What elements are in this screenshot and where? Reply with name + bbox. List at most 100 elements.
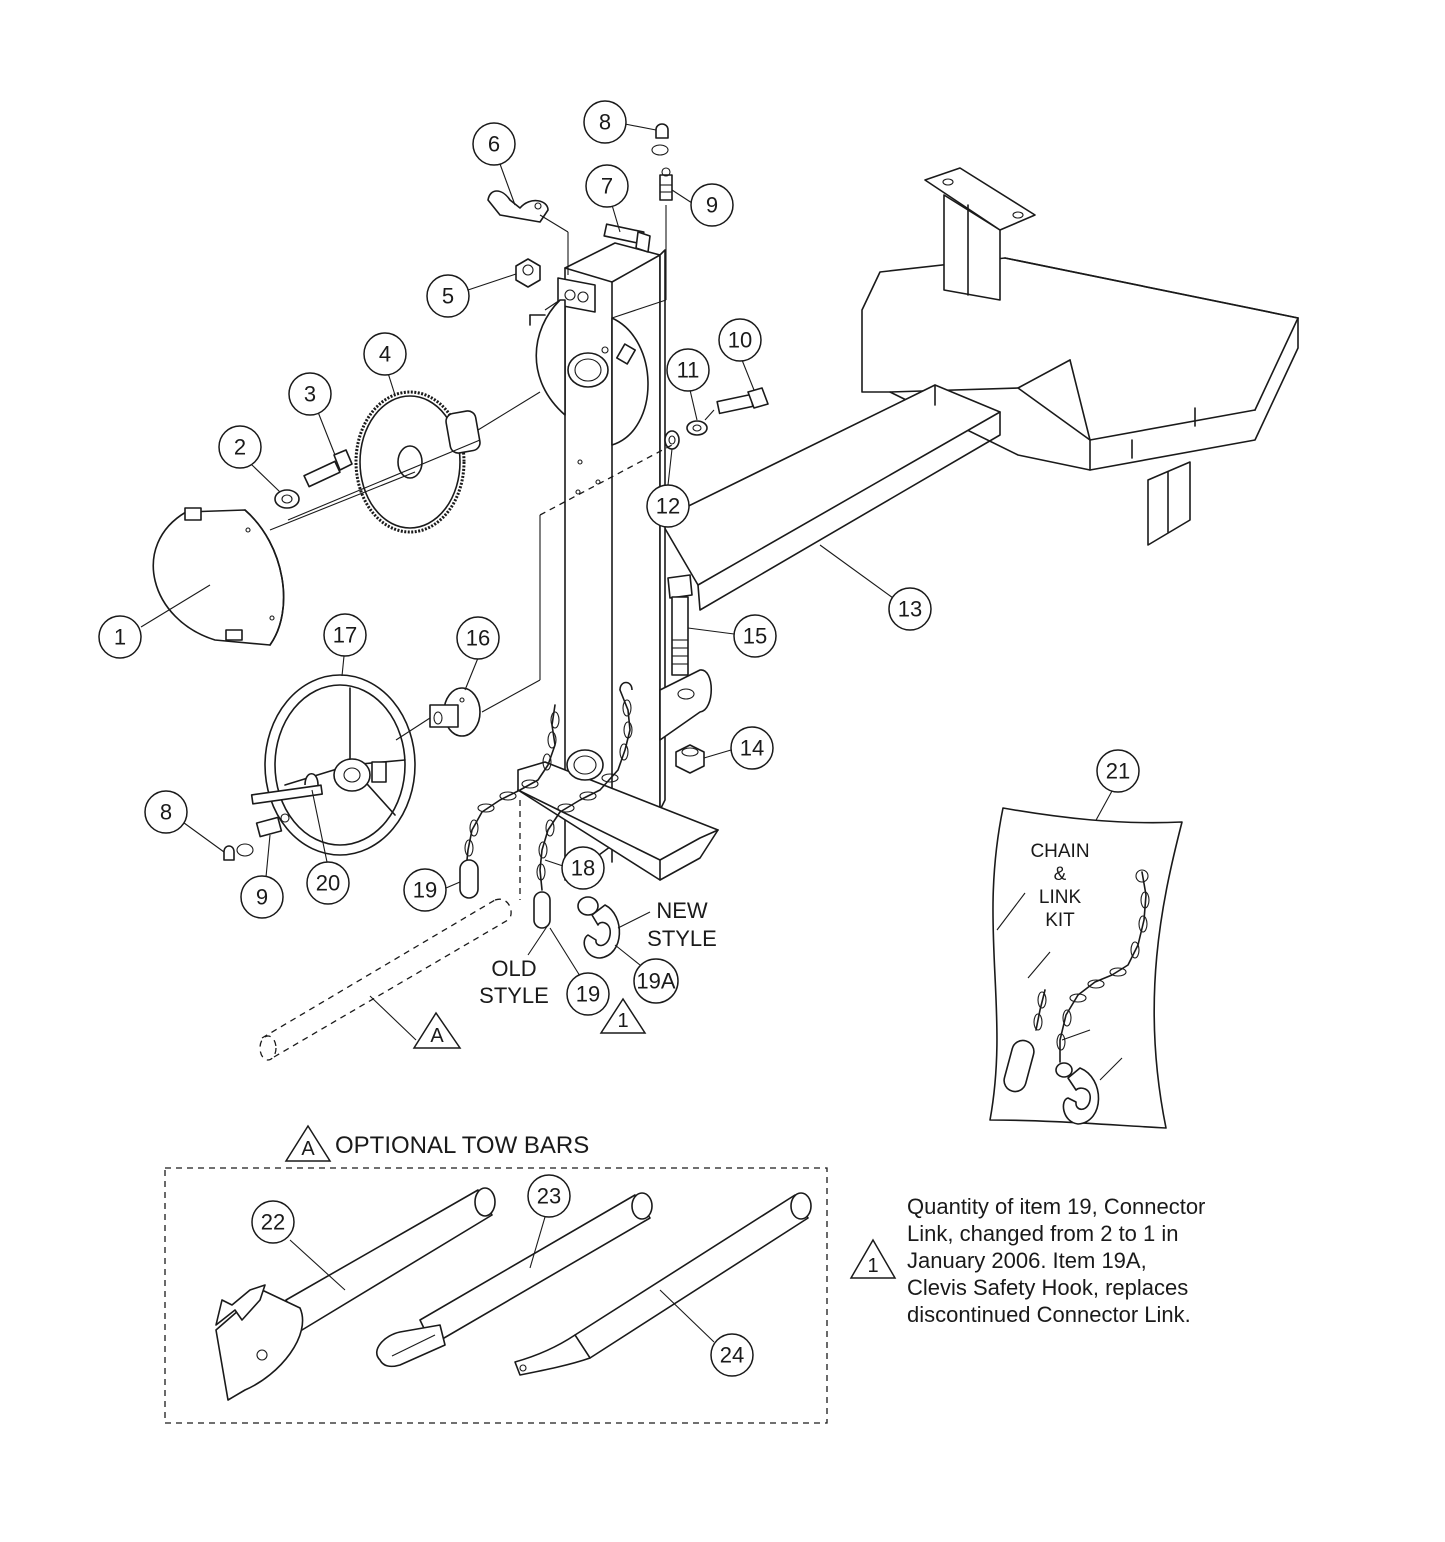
svg-text:7: 7	[601, 174, 613, 199]
note-line-2: Link, changed from 2 to 1 in	[907, 1221, 1179, 1246]
grease-fitting-9-left	[255, 813, 290, 838]
washer-2	[274, 489, 300, 509]
svg-text:1: 1	[867, 1255, 878, 1277]
clevis-mount	[659, 669, 712, 741]
svg-text:11: 11	[677, 358, 700, 383]
kit-label-4: KIT	[1045, 910, 1075, 931]
svg-text:3: 3	[304, 382, 316, 407]
callout-1: 1	[98, 584, 211, 659]
svg-text:1: 1	[114, 625, 126, 650]
svg-text:13: 13	[898, 597, 922, 622]
shaft-20	[250, 772, 324, 805]
callout-5: 5	[426, 273, 517, 318]
svg-text:8: 8	[599, 110, 611, 135]
svg-text:18: 18	[571, 856, 595, 881]
svg-text:16: 16	[466, 626, 490, 651]
base-channel	[517, 761, 719, 881]
note-marker: 1	[849, 1238, 897, 1279]
chain-link-kit-bag: CHAIN & LINK KIT	[989, 807, 1183, 1129]
nut-14	[675, 744, 705, 774]
callout-6: 6	[472, 122, 516, 206]
callout-17: 17	[323, 613, 367, 677]
svg-text:12: 12	[656, 494, 680, 519]
svg-text:21: 21	[1106, 759, 1130, 784]
latch-6	[487, 190, 549, 223]
callout-10: 10	[718, 318, 762, 391]
svg-text:17: 17	[333, 623, 357, 648]
old-style-label-2: STYLE	[479, 983, 549, 1008]
svg-text:1: 1	[617, 1010, 628, 1032]
callout-8-left: 8	[144, 790, 225, 853]
tow-bar-dashed	[259, 800, 521, 1061]
svg-text:19A: 19A	[636, 969, 675, 994]
washer-12	[664, 430, 680, 450]
chain-18	[533, 689, 633, 929]
callout-3: 3	[288, 372, 336, 456]
note-line-4: Clevis Safety Hook, replaces	[907, 1275, 1188, 1300]
chain-pin	[619, 681, 633, 691]
svg-text:6: 6	[488, 132, 500, 157]
bolt-7	[603, 223, 651, 253]
new-style-label-1: NEW	[656, 898, 708, 923]
mast-top-bracket	[529, 277, 596, 326]
callout-8-top: 8	[583, 100, 657, 144]
svg-text:2: 2	[234, 435, 246, 460]
axle-tube-13	[659, 384, 1001, 611]
callout-19a: 19A	[614, 944, 679, 1004]
svg-text:A: A	[430, 1025, 444, 1047]
old-style-label-1: OLD	[491, 956, 536, 981]
side-plates	[535, 299, 649, 446]
chain-19-left	[459, 704, 560, 899]
callout-19-bottom: 19	[549, 927, 610, 1016]
callout-19-left: 19	[403, 868, 461, 912]
kit-label-3: LINK	[1039, 887, 1082, 908]
new-style-label-2: STYLE	[647, 926, 717, 951]
callout-21: 21	[1094, 749, 1140, 823]
grease-fitting-9-top	[659, 167, 673, 201]
pin-8-left	[223, 843, 254, 861]
note-line-3: January 2006. Item 19A,	[907, 1248, 1147, 1273]
note-text: Quantity of item 19, Connector Link, cha…	[907, 1194, 1205, 1327]
note-line-1: Quantity of item 19, Connector	[907, 1194, 1205, 1219]
callout-14: 14	[703, 726, 774, 770]
callout-16: 16	[456, 616, 500, 691]
gear-4	[354, 390, 481, 534]
optional-tow-bars-title: OPTIONAL TOW BARS	[335, 1132, 589, 1159]
svg-text:A: A	[301, 1138, 315, 1160]
svg-text:5: 5	[442, 284, 454, 309]
callout-24: 24	[659, 1289, 754, 1377]
marker-triangle-a: A	[369, 995, 462, 1049]
svg-text:24: 24	[720, 1343, 744, 1368]
callout-12: 12	[646, 448, 690, 528]
tow-bar-24	[514, 1192, 812, 1376]
svg-text:23: 23	[537, 1184, 561, 1209]
svg-text:14: 14	[740, 736, 764, 761]
tow-bar-23	[376, 1192, 653, 1368]
svg-text:10: 10	[728, 328, 752, 353]
leader-lines	[269, 205, 715, 741]
tow-bars-box	[164, 1167, 828, 1424]
hub-16	[429, 687, 481, 737]
bearing-upper	[567, 352, 609, 388]
optional-tow-bars-marker: A	[284, 1124, 332, 1162]
svg-text:19: 19	[576, 982, 600, 1007]
svg-text:15: 15	[743, 624, 767, 649]
bolt-10	[716, 387, 769, 415]
callout-9-left: 9	[240, 834, 284, 919]
note-line-5: discontinued Connector Link.	[907, 1302, 1191, 1327]
callout-7: 7	[585, 164, 629, 233]
svg-text:4: 4	[379, 342, 391, 367]
bolt-15	[667, 574, 693, 676]
callout-4: 4	[363, 332, 407, 396]
kit-label-2: &	[1054, 864, 1067, 885]
svg-text:22: 22	[261, 1210, 285, 1235]
callout-11: 11	[666, 348, 710, 421]
nut-5	[515, 258, 541, 288]
svg-text:9: 9	[706, 193, 718, 218]
callout-2: 2	[218, 425, 281, 493]
callout-15: 15	[687, 614, 777, 658]
cover-1	[152, 507, 285, 646]
callout-23: 23	[527, 1174, 571, 1269]
bolt-3	[303, 449, 353, 488]
